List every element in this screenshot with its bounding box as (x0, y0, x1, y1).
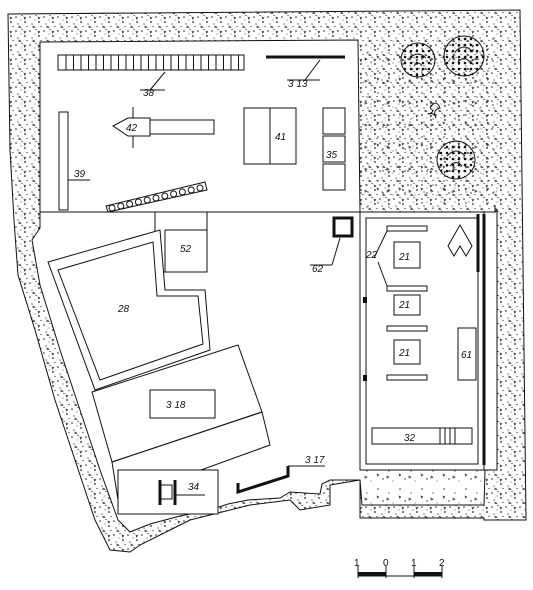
label-38: 38 (143, 88, 155, 99)
tree-icon (400, 42, 436, 78)
label-32: 32 (404, 433, 416, 444)
chain-link (126, 200, 134, 208)
label-39: 39 (74, 169, 86, 180)
scale-bar: 1 0 1 2 (354, 558, 445, 578)
tree-icon (436, 140, 476, 180)
label-21-mid: 21 (398, 300, 410, 311)
element-41 (243, 107, 297, 165)
chain-link (117, 202, 125, 210)
element-317 (236, 465, 325, 495)
chain-link (170, 190, 178, 198)
element-39 (58, 111, 90, 211)
chain-element (105, 181, 208, 213)
label-317: 3 17 (305, 455, 325, 466)
tree-icon (443, 35, 485, 77)
chain-link (134, 198, 142, 206)
element-42 (112, 107, 215, 148)
element-62 (310, 216, 354, 266)
element-35 (322, 107, 346, 191)
element-34 (111, 411, 271, 515)
label-34: 34 (188, 482, 200, 493)
label-62: 62 (312, 264, 324, 275)
label-21-top: 21 (398, 252, 410, 263)
chain-link (143, 196, 151, 204)
shrub-icon (427, 102, 441, 119)
element-38 (57, 54, 245, 91)
label-313: 3 13 (288, 79, 308, 90)
scale-tick-2: 2 (439, 558, 445, 569)
scale-tick-0: 0 (383, 558, 389, 569)
chain-link (187, 186, 195, 194)
trees (400, 35, 485, 180)
chain-link (161, 192, 169, 200)
chain-link (152, 194, 160, 202)
label-22: 22 (365, 250, 378, 261)
label-35: 35 (326, 150, 338, 161)
scale-tick-1-left: 1 (354, 558, 360, 569)
element-313 (266, 55, 345, 81)
label-61: 61 (461, 350, 472, 361)
label-318: 3 18 (166, 400, 186, 411)
label-21-bottom: 21 (398, 348, 410, 359)
label-52: 52 (180, 244, 192, 255)
pavilion (359, 211, 486, 471)
chain-link (178, 188, 186, 196)
label-42: 42 (126, 123, 138, 134)
label-41: 41 (275, 132, 286, 143)
element-28 (47, 229, 211, 391)
scale-tick-1: 1 (411, 558, 417, 569)
element-318 (91, 344, 263, 463)
chain-link (108, 204, 116, 212)
label-28: 28 (117, 304, 130, 315)
chain-link (196, 184, 204, 192)
element-52 (154, 211, 208, 273)
